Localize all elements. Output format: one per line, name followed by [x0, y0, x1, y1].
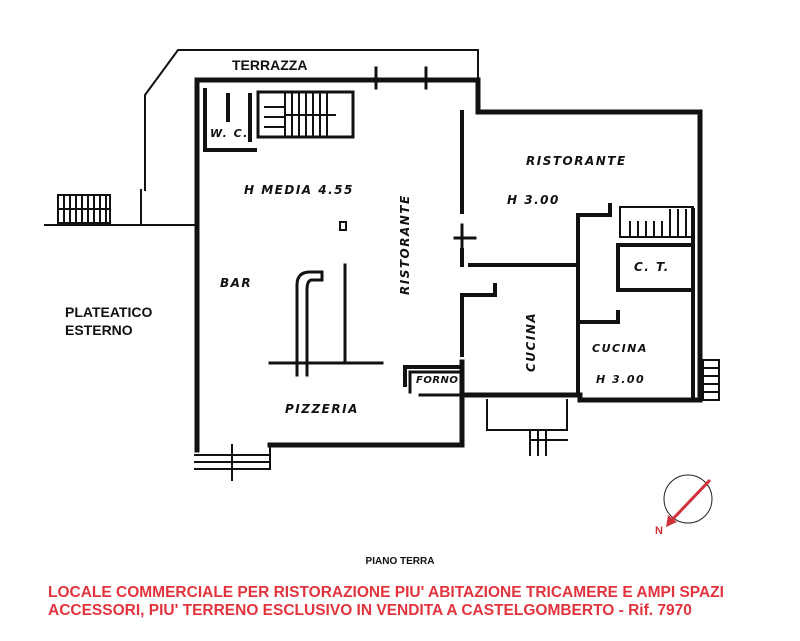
terrace-outline: [144, 49, 479, 191]
door-markers: [374, 66, 477, 252]
main-height-label: H MEDIA 4.55: [244, 183, 354, 197]
kitchen-right-label: CUCINA: [592, 342, 648, 355]
external-stairs-left: [44, 189, 196, 226]
compass-north-label: N: [655, 525, 663, 537]
right-external-steps: [702, 359, 720, 401]
caption-line-1: LOCALE COMMERCIALE PER RISTORAZIONE PIU'…: [48, 584, 724, 601]
bar-counter: [268, 263, 384, 377]
oven-outline: [408, 370, 464, 397]
bar-label: BAR: [220, 276, 253, 290]
ct-stairs: [619, 206, 694, 238]
column-marker: [339, 221, 347, 231]
interior-walls: [203, 88, 695, 402]
restaurant-right-height: H 3.00: [507, 193, 560, 207]
floor-title: PIANO TERRA: [365, 556, 435, 567]
listing-caption: LOCALE COMMERCIALE PER RISTORAZIONE PIU'…: [48, 584, 788, 620]
pizzeria-label: PIZZERIA: [285, 402, 359, 416]
exterior-walls: [194, 77, 703, 453]
kitchen-steps: [486, 399, 568, 456]
restaurant-vertical-label: RISTORANTE: [398, 194, 412, 295]
wc-label: W. C.: [210, 127, 249, 140]
outdoor-area-label-line2: ESTERNO: [65, 322, 133, 338]
caption-line-2: ACCESSORI, PIU' TERRENO ESCLUSIVO IN VEN…: [48, 602, 692, 619]
restaurant-right-label: RISTORANTE: [526, 154, 627, 168]
kitchen-vertical-label: CUCINA: [524, 311, 538, 372]
outdoor-area-label-line1: PLATEATICO: [65, 304, 153, 320]
compass-icon: [663, 474, 713, 527]
stair-treads-top: [264, 91, 336, 138]
terrace-label: TERRAZZA: [232, 57, 308, 73]
oven-label: FORNO: [416, 375, 459, 386]
kitchen-right-height: H 3.00: [596, 373, 646, 386]
pizzeria-steps: [194, 444, 271, 481]
boiler-room-label: C. T.: [634, 260, 670, 274]
